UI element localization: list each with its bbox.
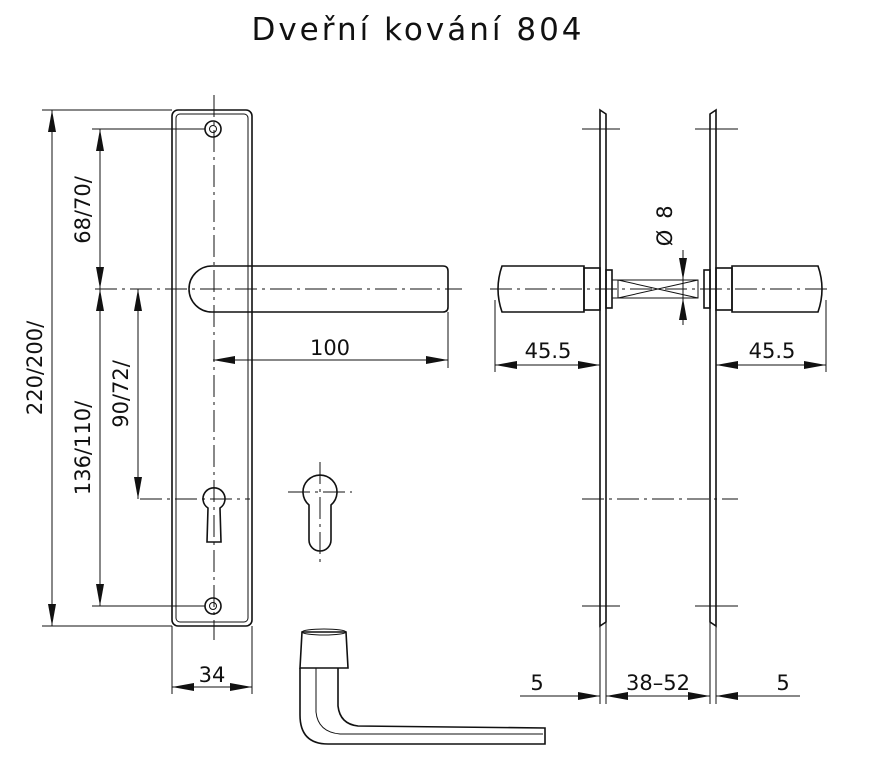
dim-handle-length: 100 bbox=[310, 336, 350, 360]
dim-door-thickness: 38–52 bbox=[626, 671, 690, 695]
dim-plate-thickness-left: 5 bbox=[530, 671, 543, 695]
front-dimensions: 220/200/ 68/70/ 136/110/ 90/72/ 100 34 bbox=[23, 109, 449, 694]
top-screw-hole bbox=[204, 120, 222, 138]
dim-right-depth: 45.5 bbox=[749, 339, 796, 363]
dim-total-height: 220/200/ bbox=[23, 320, 47, 415]
dim-top-to-handle: 68/70/ bbox=[71, 175, 95, 244]
left-handle-side bbox=[497, 265, 585, 313]
right-handle-side bbox=[731, 265, 823, 313]
escutcheon-plate bbox=[171, 109, 253, 627]
dim-spindle-size: 8 bbox=[653, 205, 677, 218]
handle-perspective bbox=[299, 628, 546, 745]
drawing-title: Dveřní kování 804 bbox=[251, 12, 584, 48]
dim-left-depth: 45.5 bbox=[525, 339, 572, 363]
dim-plate-width: 34 bbox=[199, 663, 226, 687]
euro-cylinder-symbol bbox=[288, 462, 352, 565]
front-view bbox=[95, 95, 462, 640]
dim-hole-spacing: 136/110/ bbox=[71, 400, 95, 495]
dim-handle-to-key: 90/72/ bbox=[109, 359, 133, 428]
side-dimensions: Ø 8 45.5 45.5 5 38–52 5 bbox=[494, 205, 827, 704]
dim-spindle-diameter-symbol: Ø bbox=[653, 230, 677, 247]
keyhole bbox=[202, 487, 226, 543]
bottom-screw-hole bbox=[204, 597, 222, 615]
handle-front bbox=[188, 265, 449, 313]
dim-plate-thickness-right: 5 bbox=[776, 671, 789, 695]
right-plate-side bbox=[709, 108, 717, 628]
left-plate-side bbox=[599, 108, 607, 628]
side-view bbox=[490, 108, 830, 628]
